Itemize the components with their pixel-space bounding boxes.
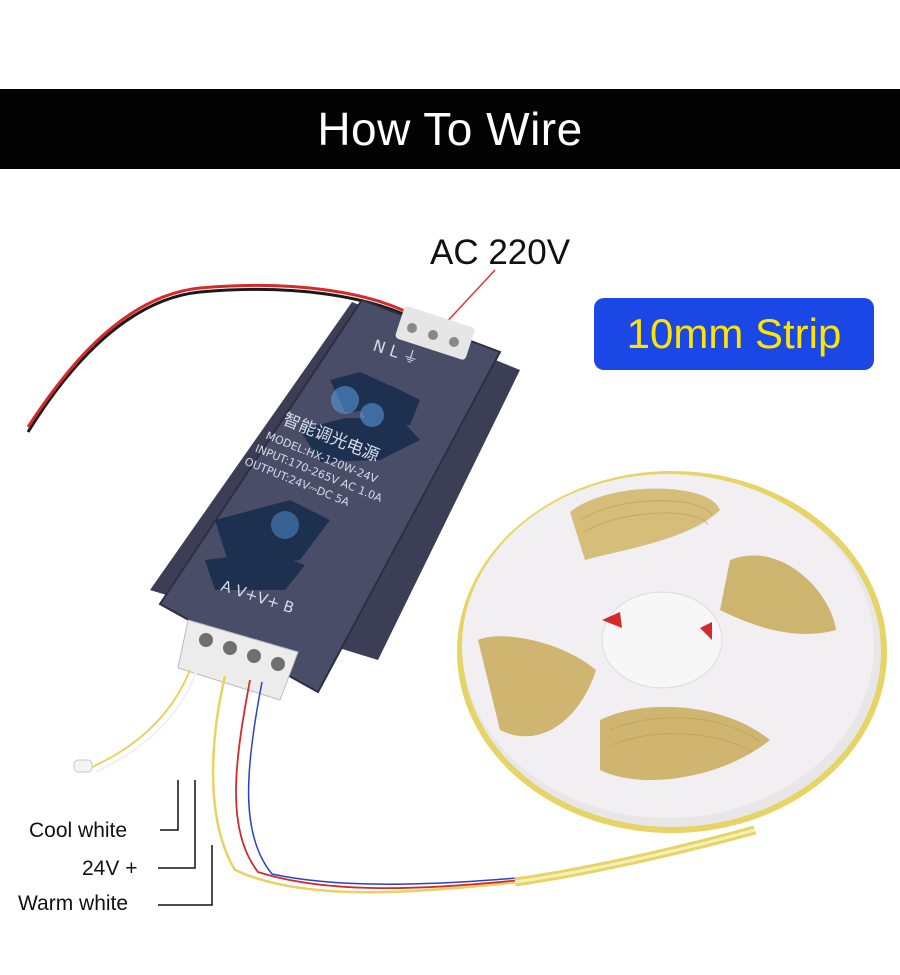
warm-white-label: Warm white [18,892,129,915]
strip-size-badge: 10mm Strip [594,298,874,370]
positive-24v-label: 24V + [82,857,138,880]
power-supply: N L ⏚ 智能调光电源 MODEL:HX-120W-24V INPUT:170… [150,298,520,701]
thermistor-lead [73,669,197,773]
page-title: How To Wire [317,103,583,155]
strip-size-text: 10mm Strip [626,310,842,357]
label-leaders [158,780,213,906]
header-bar: How To Wire [0,89,900,169]
cool-white-label: Cool white [29,819,128,842]
ac-input-label: AC 220V [430,233,571,272]
output-wires [211,675,561,894]
vent-bottom [205,500,330,590]
output-terminal-block [177,619,299,701]
led-strip-reel [457,471,887,887]
input-terminal-block [395,306,475,360]
